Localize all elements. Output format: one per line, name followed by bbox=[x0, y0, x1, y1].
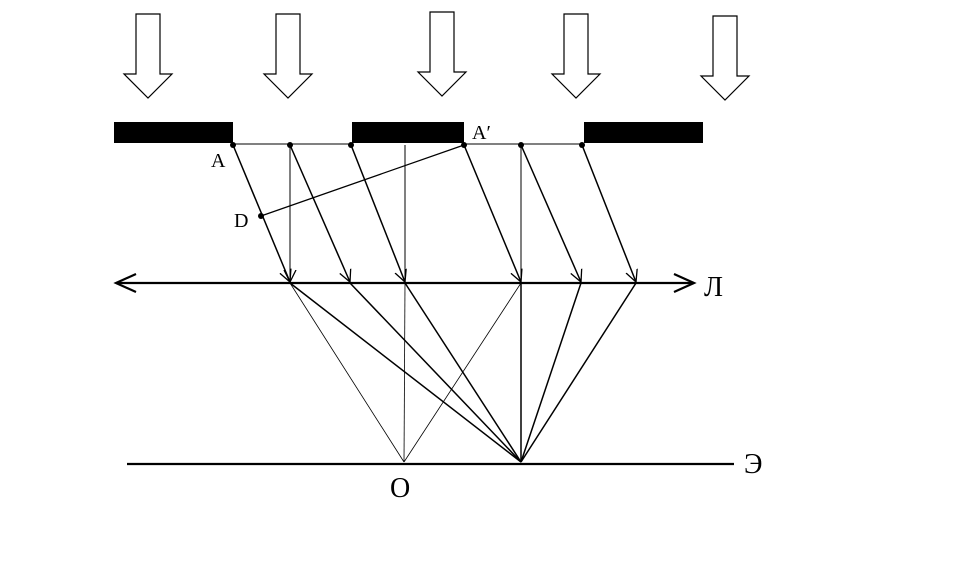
point-d-dot bbox=[258, 213, 264, 219]
point-dot bbox=[518, 142, 524, 148]
incident-arrow-icon bbox=[262, 13, 314, 99]
label-screen: Э bbox=[744, 449, 762, 480]
point-a-prime-dot bbox=[461, 142, 467, 148]
diffracted-rays bbox=[232, 144, 636, 282]
diffracted-ray bbox=[289, 144, 350, 282]
label-point-d: D bbox=[234, 210, 248, 232]
point-dot bbox=[579, 142, 585, 148]
incident-light-arrows bbox=[122, 11, 751, 101]
diffracted-ray bbox=[350, 144, 405, 282]
diffracted-ray bbox=[581, 144, 636, 282]
grating-strip bbox=[352, 122, 464, 143]
grating bbox=[114, 122, 703, 143]
label-point-a: A bbox=[211, 150, 226, 172]
diffracted-ray bbox=[463, 144, 521, 282]
incident-arrow-icon bbox=[550, 13, 602, 99]
point-dot bbox=[287, 142, 293, 148]
label-lens: Л bbox=[704, 272, 723, 303]
lens-right-arrowhead-icon bbox=[673, 272, 697, 294]
grating-strip bbox=[584, 122, 703, 143]
path-difference-line bbox=[260, 144, 465, 217]
label-focus-o: O bbox=[390, 473, 410, 504]
grating-strip bbox=[114, 122, 233, 143]
points bbox=[230, 142, 585, 219]
point-a-dot bbox=[230, 142, 236, 148]
diffracted-ray bbox=[520, 144, 581, 282]
label-point-a-prime: A′ bbox=[472, 122, 491, 144]
zero-order-rays bbox=[290, 145, 522, 282]
incident-arrow-icon bbox=[416, 11, 468, 97]
rays-to-first-maximum bbox=[289, 282, 637, 463]
point-dot bbox=[348, 142, 354, 148]
incident-arrow-icon bbox=[122, 13, 174, 99]
incident-arrow-icon bbox=[699, 15, 751, 101]
lens-left-arrowhead-icon bbox=[113, 272, 137, 294]
